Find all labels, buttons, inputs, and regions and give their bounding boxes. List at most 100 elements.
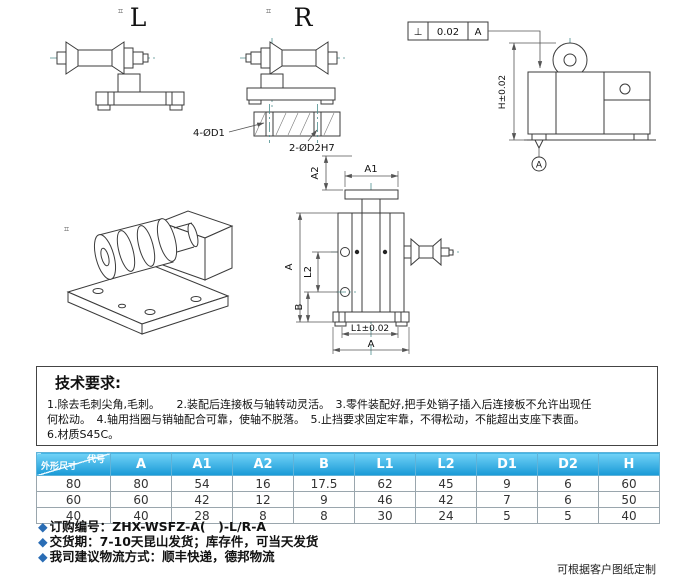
row-code: 40 (36, 507, 111, 524)
diamond-bullet-icon: ◆ (38, 519, 48, 534)
delivery-text: 交货期：7-10天昆山发货；库存件，可当天发货 (49, 534, 319, 549)
view-r-label: R (294, 3, 314, 32)
table-row-60: 60 60 42 12 9 46 42 7 6 50 (36, 491, 660, 508)
cell: 5 (476, 507, 538, 524)
support-plate (260, 73, 284, 89)
roller-barrel (77, 49, 113, 67)
cell: 7 (476, 491, 538, 508)
finish-mark-icon: ⌗ (118, 7, 123, 17)
table-row-80: 80 80 54 16 17.5 62 45 9 6 60 (36, 475, 660, 492)
order-number-text: 订购编号：ZHX-WSFZ-A( )-L/R-A (49, 519, 267, 534)
tech-requirement-line: 何松动。 4.轴用挡圈与销轴配合可靠，使轴不脱落。 5.止挡要求固定牢靠，不得松… (47, 413, 585, 426)
base-plate (246, 87, 336, 101)
dim-label-a-left: A (284, 263, 295, 270)
tolerance-datum: A (475, 27, 482, 38)
dim-label-l1: L1±0.02 (351, 324, 389, 334)
row-code: 80 (36, 475, 111, 492)
diamond-bullet-icon: ◆ (38, 534, 48, 549)
col-header-l2: L2 (415, 452, 477, 476)
logistics-line: ◆我司建议物流方式：顺丰快递，德邦物流 (38, 549, 318, 564)
section-view (253, 104, 341, 143)
table-corner-cell: 代号 外形尺寸 (36, 452, 111, 476)
dim-label-b: B (294, 303, 305, 310)
datum-label: A (536, 161, 543, 171)
order-number-line: ◆订购编号：ZHX-WSFZ-A( )-L/R-A (38, 519, 318, 534)
cell: 8 (293, 507, 355, 524)
col-header-a2: A2 (232, 452, 294, 476)
col-header-h: H (598, 452, 660, 476)
cell: 54 (171, 475, 233, 492)
view-l: L (50, 3, 185, 111)
logistics-text: 我司建议物流方式：顺丰快递，德邦物流 (49, 549, 275, 564)
cell: 6 (537, 475, 599, 492)
corner-label-code: 代号 (86, 455, 105, 465)
cell: 45 (415, 475, 477, 492)
finish-mark-icon: ⌗ (266, 7, 271, 17)
view-front: A2 A1 A L2 B L1±0.02 (284, 155, 459, 357)
cell: 46 (354, 491, 416, 508)
cell: 50 (598, 491, 660, 508)
body-plates (337, 212, 405, 313)
cell: 40 (598, 507, 660, 524)
tolerance-symbol: ⊥ (414, 27, 423, 38)
base-plate (332, 311, 410, 323)
housing-block (527, 71, 651, 135)
roller-flange (315, 41, 329, 75)
row-code: 60 (36, 491, 111, 508)
spec-table: 代号 外形尺寸 A A1 A2 B L1 L2 D1 D2 H 80 80 54… (36, 452, 660, 524)
roller-flange (269, 41, 283, 75)
table-header-row: 代号 外形尺寸 A A1 A2 B L1 L2 D1 D2 H (36, 452, 660, 476)
col-header-d2: D2 (537, 452, 599, 476)
cell: 60 (110, 491, 172, 508)
cell: 62 (354, 475, 416, 492)
tech-requirements-box: 技术要求: 1.除去毛刺尖角,毛刺。 2.装配后连接板与轴转动灵活。 3.零件装… (36, 366, 658, 446)
datum-triangle-icon (534, 139, 544, 150)
roller-barrel (281, 49, 317, 67)
roller-flange (111, 41, 125, 75)
roller-flange (65, 41, 79, 75)
dim-label-l2: L2 (303, 266, 314, 278)
dim-label-2-d2h7: 2-ØD2H7 (289, 142, 335, 154)
dim-label-a1: A1 (364, 164, 377, 175)
cell: 80 (110, 475, 172, 492)
base-plate (95, 91, 185, 106)
table-row-40: 40 40 28 8 8 30 24 5 5 40 (36, 507, 660, 524)
view-l-label: L (130, 3, 147, 32)
tech-requirement-line: 1.除去毛刺尖角,毛刺。 2.装配后连接板与轴转动灵活。 3.零件装配好,把手处… (47, 398, 592, 411)
col-header-a: A (110, 452, 172, 476)
cell: 40 (110, 507, 172, 524)
corner-label-size: 外形尺寸 (41, 462, 78, 472)
tolerance-value: 0.02 (437, 27, 459, 38)
cell: 17.5 (293, 475, 355, 492)
delivery-line: ◆交货期：7-10天昆山发货；库存件，可当天发货 (38, 534, 318, 549)
tech-requirements-title: 技术要求: (55, 374, 121, 392)
col-header-b: B (293, 452, 355, 476)
dim-label-h: H±0.02 (498, 75, 508, 109)
roller-flange (410, 237, 420, 267)
view-side: H±0.02 A (498, 38, 656, 172)
roller-flange (432, 237, 442, 267)
view-isometric (66, 210, 234, 335)
diamond-bullet-icon: ◆ (38, 549, 48, 564)
customization-note: 可根据客户图纸定制 (557, 563, 656, 576)
cell: 30 (354, 507, 416, 524)
dim-label-a2: A2 (310, 166, 321, 179)
cell: 24 (415, 507, 477, 524)
footer-notes: ◆订购编号：ZHX-WSFZ-A( )-L/R-A ◆交货期：7-10天昆山发货… (38, 519, 318, 564)
mount-hole (340, 247, 350, 257)
cell: 42 (171, 491, 233, 508)
cell: 42 (415, 491, 477, 508)
dim-label-4-d1: 4-ØD1 (193, 127, 225, 139)
cell: 16 (232, 475, 294, 492)
cell: 9 (293, 491, 355, 508)
tolerance-frame: ⊥ 0.02 A (407, 21, 543, 69)
col-header-a1: A1 (171, 452, 233, 476)
view-r: R (240, 3, 345, 108)
support-plate (117, 73, 141, 93)
cell: 6 (537, 491, 599, 508)
top-plate (344, 189, 399, 200)
cell: 5 (537, 507, 599, 524)
finish-mark-icon: ⌗ (64, 225, 69, 235)
roller-barrel (418, 245, 434, 259)
